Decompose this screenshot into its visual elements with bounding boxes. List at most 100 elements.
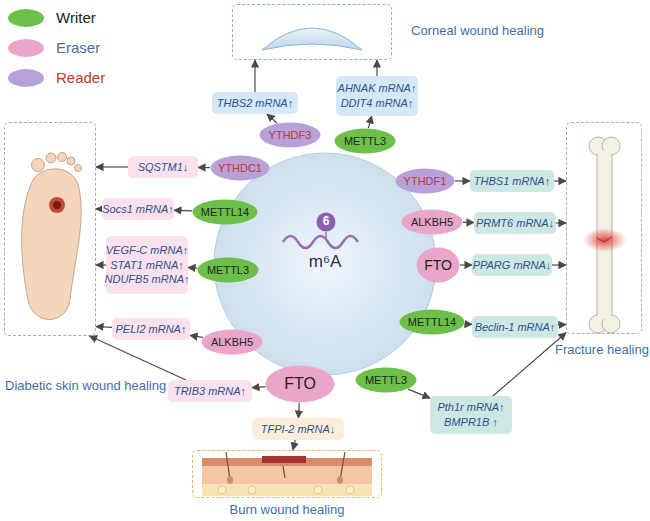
hair-follicle <box>226 452 345 480</box>
arrow-connector <box>96 264 106 265</box>
arrow-connector <box>556 222 566 223</box>
enzyme-label: METTL3 <box>344 135 386 148</box>
arrow-connector <box>298 403 300 418</box>
legend-label: Eraser <box>56 39 100 56</box>
enzyme-label: METTL3 <box>207 264 249 277</box>
panel-title: Corneal wound healing <box>411 24 544 39</box>
fat-cell <box>218 486 226 494</box>
arrow-connector <box>90 336 186 380</box>
reader-ellipse: YTHDF3 <box>259 122 321 148</box>
mrna-box: PRMT6 mRNA↓ <box>474 212 556 234</box>
arrow-connector <box>96 326 112 328</box>
arrow-connector <box>96 166 128 167</box>
eraser-ellipse: ALKBH5 <box>401 209 463 235</box>
mrna-label: Beclin-1 mRNA↑ <box>475 321 556 334</box>
fat-cell <box>346 486 354 494</box>
mrna-label: THBS2 mRNA↑ <box>217 97 293 110</box>
target-panel: Diabetic skin wound healing <box>4 122 96 336</box>
legend-label: Reader <box>56 69 105 86</box>
arrow-connector <box>198 167 210 168</box>
fat-cell <box>314 486 322 494</box>
eraser-ellipse: ALKBH5 <box>201 329 263 355</box>
legend-label: Writer <box>56 9 96 26</box>
foot-illustration <box>22 153 82 320</box>
arrow-connector <box>463 222 474 223</box>
panel-title: Fracture healing <box>555 343 649 358</box>
legend-row: Eraser <box>8 38 128 58</box>
arrow-connector <box>408 389 430 398</box>
bone-end <box>589 137 607 155</box>
toe <box>58 153 67 162</box>
arrow-connector <box>465 323 472 325</box>
writer-ellipse: METTL3 <box>197 257 259 283</box>
foot-sole <box>22 169 81 320</box>
toe <box>32 159 45 172</box>
fracture-line <box>597 237 612 242</box>
mrna-label: PELI2 mRNA↑ <box>116 323 187 336</box>
enzyme-label: ALKBH5 <box>211 336 253 349</box>
arrow-connector <box>460 264 472 265</box>
mrna-label: TRIB3 mRNA↑ <box>174 385 246 398</box>
bone-end <box>602 315 620 333</box>
mrna-box: PPARG mRNA↓ <box>472 254 552 276</box>
legend-swatch <box>8 69 44 87</box>
burn-area <box>262 456 306 463</box>
arrow-connector <box>558 324 566 326</box>
enzyme-label: YTHDF3 <box>269 129 312 142</box>
legend-swatch <box>8 9 44 27</box>
ellipse-outline <box>400 310 465 335</box>
skin-epidermis <box>202 458 372 466</box>
legend-swatch <box>8 39 44 57</box>
mrna-label: AHNAK mRNA↑ <box>338 82 417 95</box>
ellipse-outline <box>396 169 455 194</box>
enzyme-label: YTHDC1 <box>218 162 262 175</box>
badge-outline <box>317 213 336 232</box>
mrna-label: BMPR1B ↑ <box>444 416 498 429</box>
arrow-connector <box>190 335 203 337</box>
arrow-connector <box>252 387 265 388</box>
bone-end <box>602 137 620 155</box>
skin-fat-layer <box>202 484 372 496</box>
bone-illustration <box>583 137 627 333</box>
mrna-box: THBS2 mRNA↑ <box>212 92 298 114</box>
badge-label: 6 <box>323 215 330 229</box>
hair-bulb <box>337 476 343 484</box>
mrna-label: NDUFB5 mRNA↑ <box>105 273 190 286</box>
bone-fill <box>598 151 611 319</box>
ellipse-outline <box>356 368 417 393</box>
reader-ellipse: YTHDF1 <box>395 168 455 194</box>
mrna-label: PPARG mRNA↓ <box>473 259 552 272</box>
bone-end <box>589 315 607 333</box>
arrow-connector <box>376 60 377 76</box>
mrna-label: VEGF-C mRNA↑ <box>106 244 189 257</box>
enzyme-label: METTL14 <box>408 316 456 329</box>
mrna-box: SQSTM1↓ <box>128 156 198 178</box>
mrna-label: Pth1r mRNA↑ <box>437 401 504 414</box>
eraser-ellipse: FTO <box>265 365 335 403</box>
ellipse-outline <box>211 156 270 181</box>
mrna-box: Pth1r mRNA↑ BMPR1B ↑ <box>430 396 512 434</box>
fat-cell <box>248 486 256 494</box>
hair-bulb <box>227 476 233 484</box>
ellipse-outline <box>417 248 460 283</box>
wound-core <box>53 201 61 209</box>
enzyme-label: METTL3 <box>365 374 407 387</box>
enzyme-label: YTHDF1 <box>404 175 447 188</box>
arrow-connector <box>174 210 192 212</box>
writer-ellipse: METTL3 <box>355 367 417 393</box>
writer-ellipse: METTL3 <box>334 128 396 154</box>
mrna-box: Socs1 mRNA↑ <box>102 198 174 220</box>
arrow-connector <box>293 440 295 450</box>
enzyme-label: METTL14 <box>201 206 249 219</box>
mrna-label: TFPI-2 mRNA↓ <box>261 423 336 436</box>
writer-ellipse: METTL14 <box>399 309 465 335</box>
fracture-glow <box>583 228 627 252</box>
eraser-ellipse: FTO <box>416 247 460 283</box>
target-panel: Corneal wound healing <box>232 4 392 60</box>
enzyme-label: FTO <box>424 257 452 273</box>
panel-title: Burn wound healing <box>193 503 381 518</box>
mrna-box: Beclin-1 mRNA↑ <box>472 316 558 338</box>
mrna-label: Socs1 mRNA↑ <box>102 203 174 216</box>
mrna-box: TRIB3 mRNA↑ <box>168 380 252 402</box>
